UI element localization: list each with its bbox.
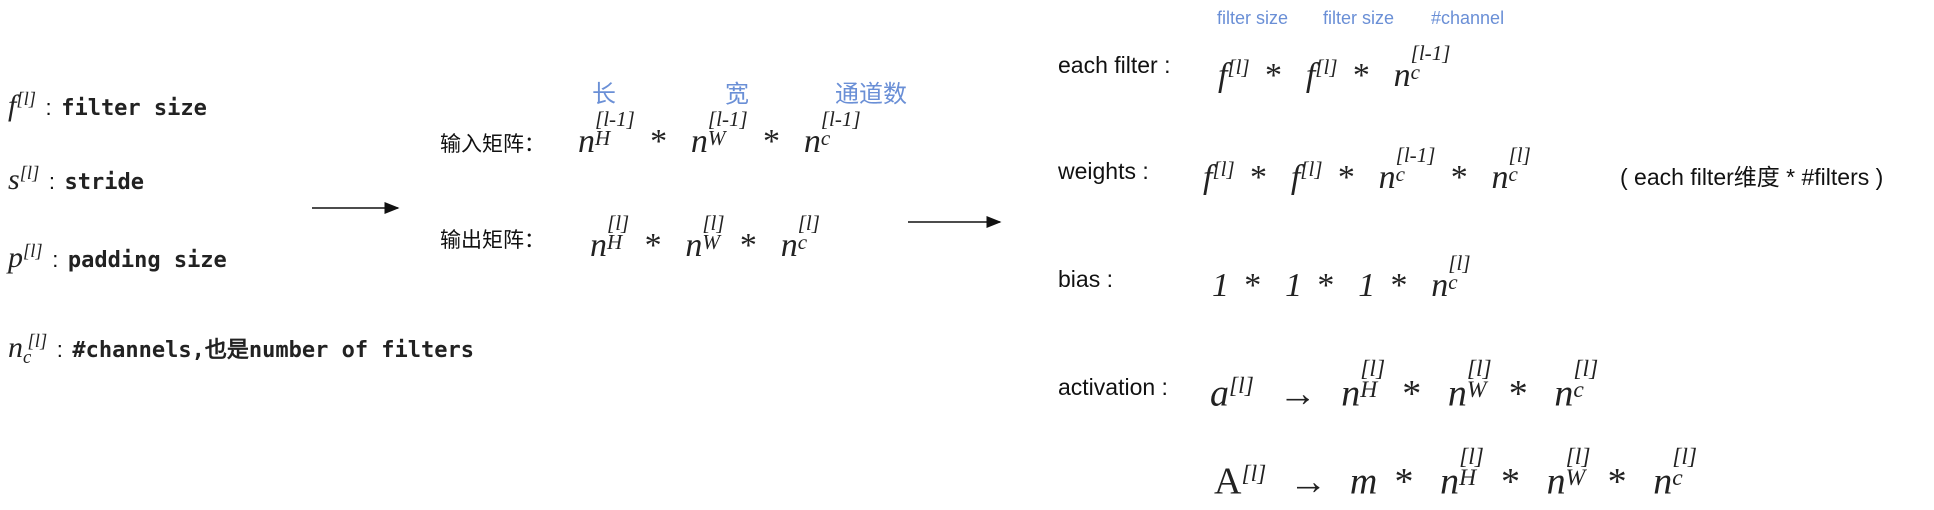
def-filter-size: f[l] : filter size	[8, 88, 207, 122]
activation-label: activation :	[1058, 374, 1168, 400]
header-length: 长	[592, 81, 616, 108]
each-filter-label: each filter :	[1058, 52, 1171, 78]
bias-label: bias :	[1058, 266, 1113, 292]
output-matrix-dims: n[l]H* n[l]W* n[l]c	[590, 210, 820, 265]
def-stride: s[l] : stride	[8, 162, 145, 196]
def-channels: nc[l] : #channels,也是number of filters	[8, 330, 475, 368]
header-channels: 通道数	[835, 81, 907, 108]
each-filter-dims: f[l]* f[l]* n[l-1]c	[1218, 40, 1451, 95]
activation-single: a[l] → n[l]H* n[l]W* n[l]c	[1210, 356, 1599, 415]
bias-dims: 1* 1* 1* n[l]c	[1212, 250, 1471, 305]
header-width: 宽	[725, 81, 749, 108]
input-matrix-label: 输入矩阵：	[440, 133, 545, 156]
right-header-channel: #channel	[1431, 8, 1505, 28]
right-header-filter-size-2: filter size	[1323, 8, 1395, 28]
input-matrix-dims: n[l-1]H* n[l-1]W* n[l-1]c	[578, 106, 861, 161]
def-padding: p[l] : padding size	[8, 240, 227, 274]
weights-label: weights :	[1058, 158, 1149, 184]
right-header-filter-size-1: filter size	[1217, 8, 1289, 28]
activation-batch: A[l] → m* n[l]H* n[l]W* n[l]c	[1214, 444, 1698, 503]
weights-dims: f[l]* f[l]* n[l-1]c* n[l]c	[1203, 142, 1531, 197]
weights-note: ( each filter维度 * #filters )	[1620, 164, 1884, 190]
output-matrix-label: 输出矩阵：	[440, 229, 545, 252]
